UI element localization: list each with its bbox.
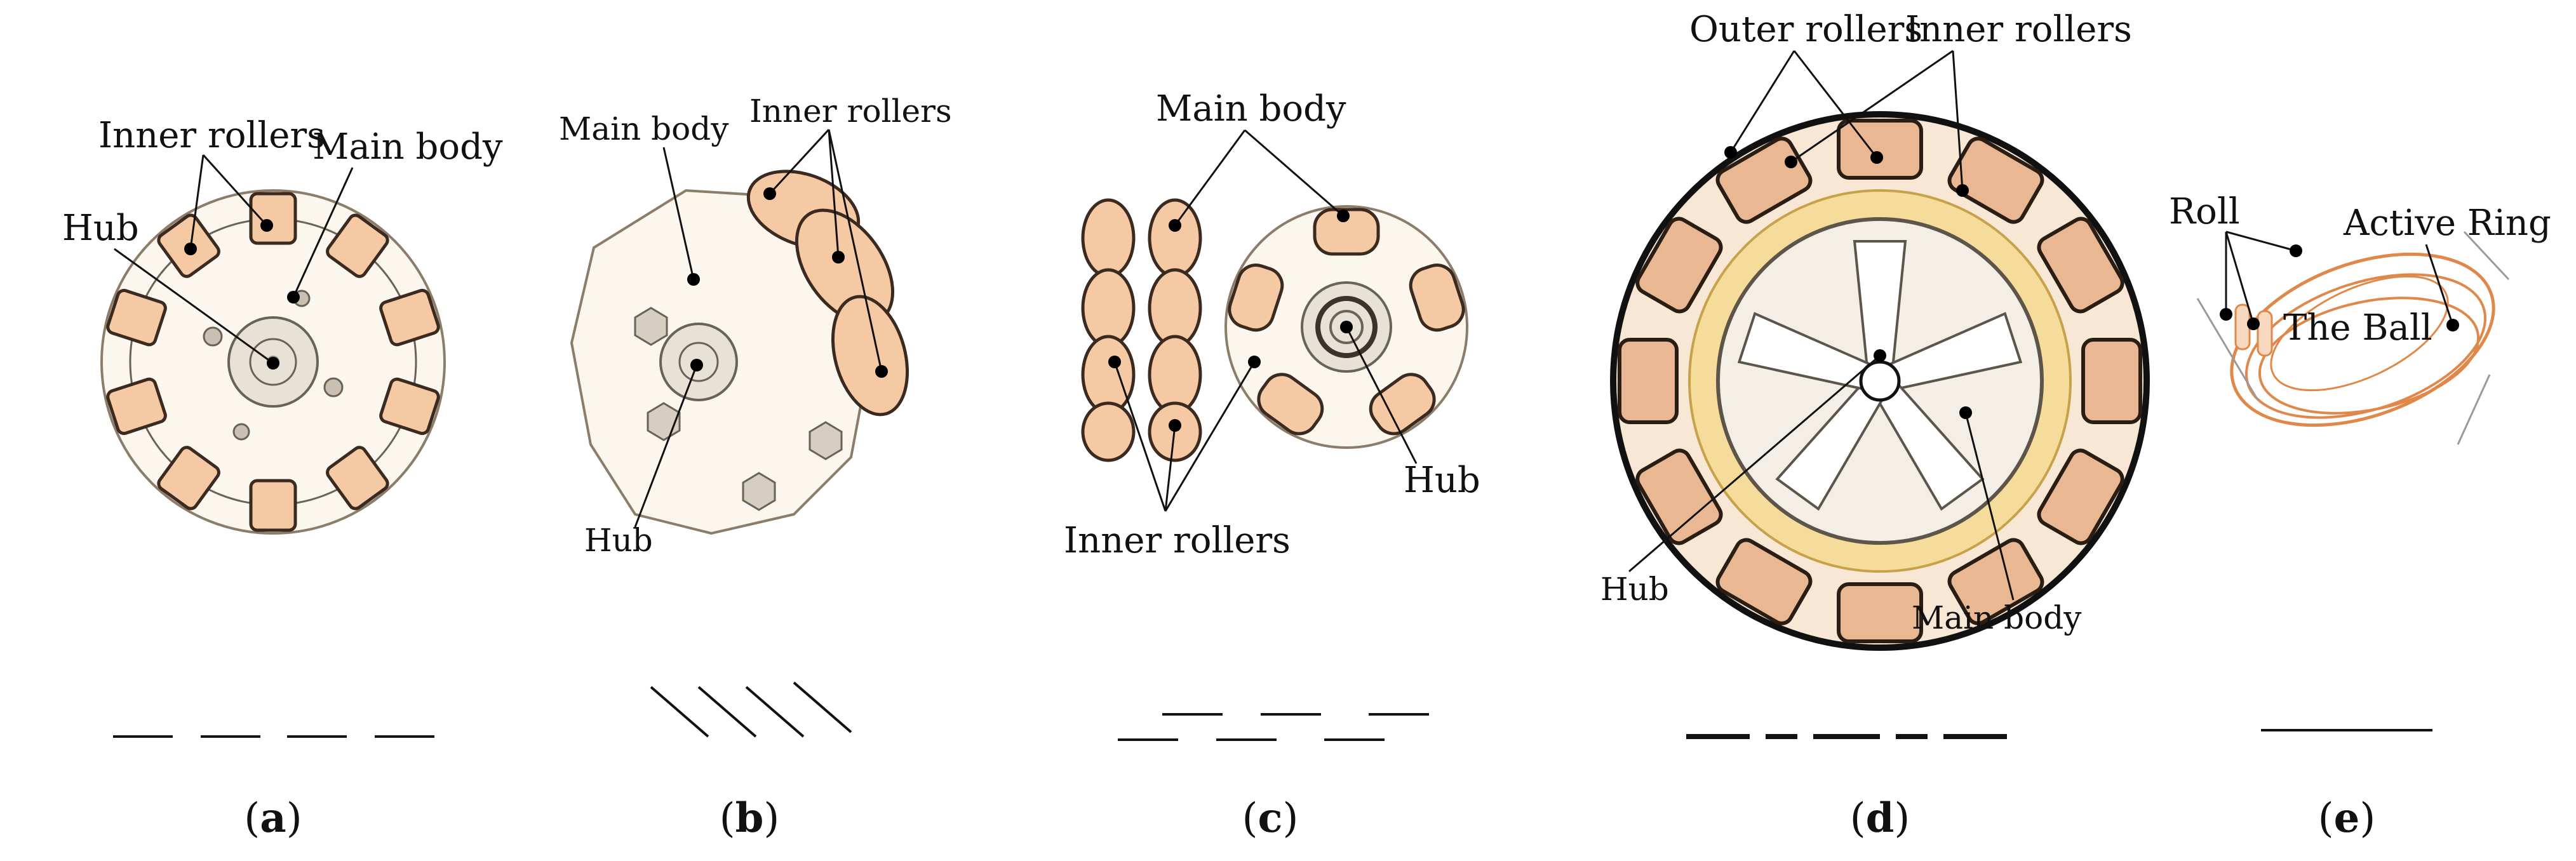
label-main-body-a: Main body	[312, 126, 503, 168]
label-inner-rollers-a: Inner rollers	[98, 115, 325, 156]
leader-lines-d	[1628, 50, 2015, 601]
label-roll-e: Roll	[2169, 191, 2240, 232]
label-outer-rollers-d: Outer rollers	[1689, 9, 1922, 50]
panel-e: Roll Active Ring The Ball (e)	[2169, 191, 2551, 842]
label-hub-d: Hub	[1600, 571, 1669, 608]
label-active-ring-e: Active Ring	[2343, 203, 2551, 244]
label-inner-rollers-d: Inner rollers	[1905, 9, 2132, 50]
leader-lines-b	[634, 128, 888, 528]
panel-a: Inner rollers Main body Hub (a)	[62, 115, 503, 842]
label-main-body-c: Main body	[1156, 88, 1346, 130]
panel-d: Outer rollers Inner rollers Hub Main bod…	[1600, 9, 2150, 842]
inner-roller-set	[106, 192, 440, 532]
roller-pattern-c	[1118, 713, 1429, 741]
dual-row-wheel-illustration	[1610, 111, 2150, 651]
caption-b: (b)	[720, 794, 780, 842]
caption-c: (c)	[1242, 794, 1299, 842]
caption-d: (d)	[1850, 794, 1910, 842]
caption-a: (a)	[244, 794, 302, 842]
label-inner-rollers-b: Inner rollers	[749, 93, 952, 130]
leader-lines-e	[2220, 230, 2459, 331]
inner-roller-set	[1228, 208, 1465, 436]
label-the-ball-e: The Ball	[2283, 307, 2432, 349]
caption-e: (e)	[2318, 794, 2376, 842]
leader-lines-c	[1108, 129, 1418, 512]
label-hub-a: Hub	[62, 208, 139, 249]
label-inner-rollers-c: Inner rollers	[1064, 520, 1291, 561]
inner-roller-set	[746, 170, 909, 417]
leader-lines-a	[114, 154, 354, 370]
label-hub-c: Hub	[1404, 460, 1480, 501]
label-main-body-b: Main body	[559, 110, 729, 147]
panel-b: Main body Inner rollers Hub (b)	[559, 93, 952, 842]
ball-wheel-illustration	[2196, 230, 2510, 445]
side-view-illustration	[1081, 198, 1202, 462]
label-main-body-d: Main body	[1912, 599, 2082, 636]
roller-pattern-b	[650, 681, 852, 738]
mecanum-wheel-illustration	[570, 170, 909, 535]
panel-c: Main body Hub Inner rollers (c)	[1064, 88, 1480, 842]
spoke-set	[1737, 240, 2023, 511]
label-hub-b: Hub	[584, 522, 653, 559]
